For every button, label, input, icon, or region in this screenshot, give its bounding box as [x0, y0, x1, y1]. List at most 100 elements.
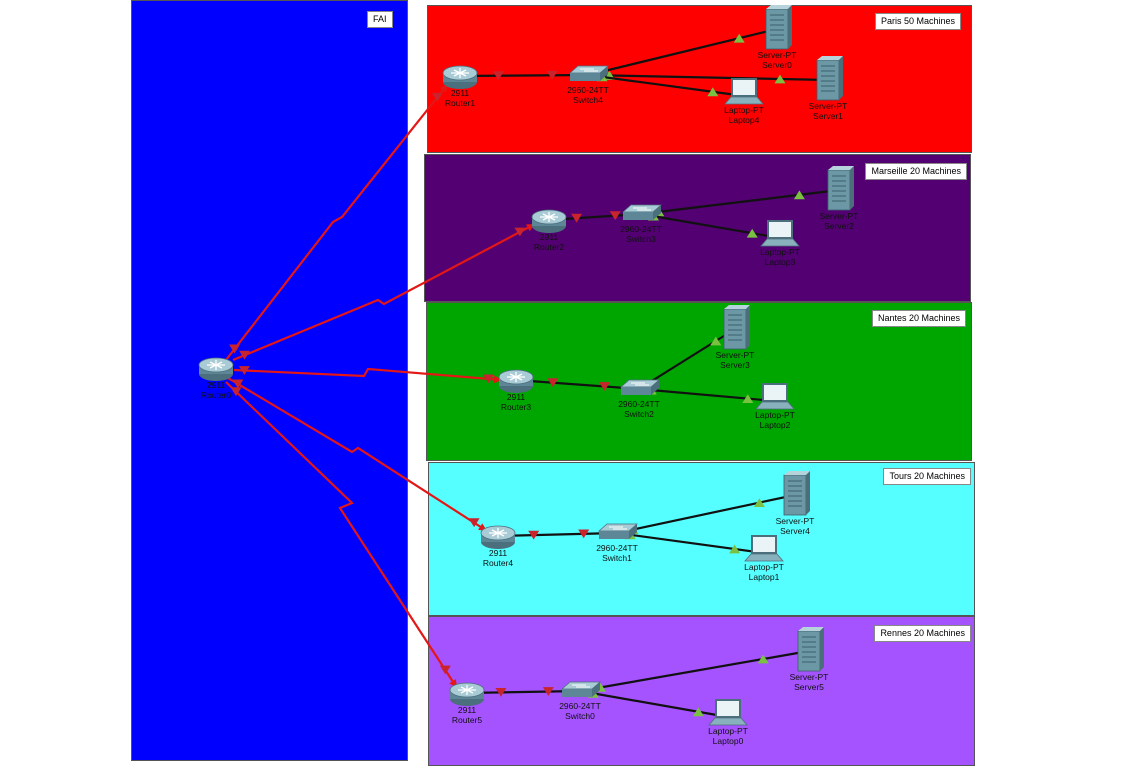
link-switch4-server0[interactable] [587, 27, 778, 77]
device-model-label: Laptop-PT [708, 726, 748, 736]
device-model-label: Server-PT [758, 50, 797, 60]
link-switch0-laptop0[interactable] [579, 688, 729, 719]
link-state-down-icon [542, 687, 554, 696]
device-model-label: 2911 [451, 88, 470, 98]
link-state-up-icon [774, 74, 786, 84]
device-name-label: Switch0 [565, 711, 595, 721]
ethernet-cable [638, 387, 776, 403]
device-model-label: Laptop-PT [724, 105, 764, 115]
device-model-label: Server-PT [790, 672, 829, 682]
link-state-down-icon [492, 71, 504, 81]
link-router0-router3[interactable] [233, 366, 503, 384]
ethernet-cable [638, 328, 736, 390]
zone-fai: FAI [131, 0, 408, 761]
switch-icon [619, 379, 661, 395]
device-name-label: Switch4 [573, 95, 603, 105]
link-state-down-icon [483, 374, 495, 384]
ethernet-cable [616, 493, 796, 535]
link-state-down-icon [578, 529, 590, 539]
link-switch3-server2[interactable] [640, 188, 840, 217]
ethernet-cable [587, 73, 829, 82]
link-router4-switch1[interactable] [497, 529, 618, 540]
links-layer [225, 27, 840, 719]
link-state-down-icon [571, 213, 583, 223]
switch-icon [621, 204, 663, 220]
serial-arrow [493, 375, 502, 384]
link-router5-switch0[interactable] [466, 687, 581, 697]
link-router0-router2[interactable] [232, 223, 536, 362]
zone-fai-label: FAI [367, 11, 393, 28]
link-state-down-icon [232, 379, 244, 389]
link-switch1-server4[interactable] [616, 493, 796, 535]
zone-paris: Paris 50 Machines [427, 5, 972, 153]
device-model-label: 2960-24TT [559, 701, 601, 711]
serial-cable [225, 83, 449, 361]
link-switch4-server1[interactable] [587, 71, 829, 84]
router-icon [531, 209, 567, 233]
link-state-down-icon [239, 350, 251, 360]
switch-icon [560, 681, 602, 697]
laptop-icon [744, 535, 784, 562]
serial-cable [232, 223, 536, 362]
link-state-up-icon [793, 190, 805, 200]
device-model-label: Server-PT [809, 101, 848, 111]
link-router3-switch2[interactable] [515, 378, 640, 391]
serial-cable [233, 367, 503, 382]
device-model-label: Laptop-PT [760, 247, 800, 257]
zone-marseille-label: Marseille 20 Machines [865, 163, 967, 180]
link-state-down-icon [609, 211, 621, 221]
link-router0-router5[interactable] [225, 381, 458, 689]
link-router0-router1[interactable] [225, 83, 449, 361]
link-state-down-icon [514, 227, 526, 237]
link-state-down-icon [599, 382, 611, 391]
device-name-label: Laptop0 [713, 736, 744, 746]
device-model-label: Server-PT [776, 516, 815, 526]
link-state-up-icon [710, 336, 722, 346]
devices-layer: 2911Router02911Router12911Router22911Rou… [198, 5, 859, 746]
zone-paris-label: Paris 50 Machines [874, 13, 961, 30]
link-router1-switch4[interactable] [459, 70, 589, 81]
device-model-label: 2960-24TT [620, 224, 662, 234]
serial-cable [225, 381, 458, 689]
zone-rennes-label: Rennes 20 Machines [874, 625, 971, 642]
router-icon [442, 65, 478, 89]
device-name-label: Router3 [501, 402, 532, 412]
link-state-up-icon [692, 707, 704, 717]
device-name-label: Server5 [794, 682, 824, 692]
ethernet-cable [640, 212, 781, 240]
device-name-label: Router5 [452, 715, 483, 725]
link-router0-router4[interactable] [227, 377, 488, 532]
device-name-label: Switch2 [624, 409, 654, 419]
link-state-up-icon [733, 33, 745, 43]
link-switch0-server5[interactable] [579, 649, 810, 693]
device-name-label: Laptop3 [765, 257, 796, 267]
link-state-down-icon [229, 344, 241, 354]
device-name-label: Router2 [534, 242, 565, 252]
switch-icon [568, 65, 610, 81]
device-model-label: 2911 [458, 705, 477, 715]
link-state-down-icon [547, 378, 559, 388]
link-switch1-laptop1[interactable] [616, 530, 765, 555]
